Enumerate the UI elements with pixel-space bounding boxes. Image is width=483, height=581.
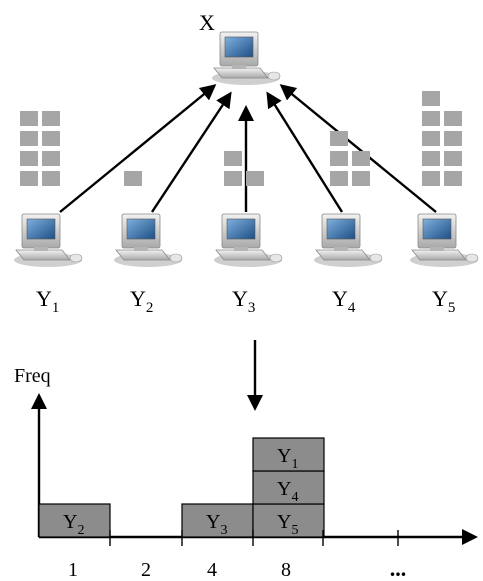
histogram-box-label: Y3 [206,511,227,538]
data-block [330,151,348,166]
client-label-y5-base: Y [432,286,448,311]
data-block [422,151,440,166]
client-label-y3-base: Y [232,286,248,311]
data-block [42,131,60,146]
data-block [124,171,142,186]
computer-icon [113,213,183,268]
client-label-y3-sub: 3 [248,300,256,316]
histogram-ylabel: Freq [14,365,51,387]
histogram-box-label-base: Y [63,511,77,533]
data-block [422,131,440,146]
x-tick-label: 2 [141,559,151,581]
data-block [352,151,370,166]
arrow-up-icon [59,84,217,213]
client-label-y4: Y4 [332,286,356,316]
computer-icon [13,213,83,268]
histogram-box-label: Y4 [277,478,298,505]
data-block [444,111,462,126]
histogram-box-label-sub: 2 [77,523,84,538]
data-block [352,171,370,186]
data-block [422,111,440,126]
x-tick-label: 1 [68,559,78,581]
histogram-box-label-base: Y [206,511,220,533]
histogram-box-label: Y2 [63,511,84,538]
histogram-box-label-sub: 3 [220,523,227,538]
data-block [224,151,242,166]
data-block [444,131,462,146]
data-block [42,111,60,126]
histogram-box-label-sub: 5 [291,523,298,538]
client-label-y3: Y3 [232,286,255,316]
data-block [422,171,440,186]
client-label-y2: Y2 [130,286,153,316]
histogram-box [38,503,111,538]
client-label-y5: Y5 [432,286,455,316]
arrow-up-icon [279,84,437,213]
histogram-box-label: Y5 [277,511,298,538]
client-label-y1-base: Y [36,286,52,311]
data-block [42,151,60,166]
client-label-y1-sub: 1 [52,300,60,316]
arrow-up-icon [150,91,232,213]
data-block [20,131,38,146]
histogram-box-label-base: Y [277,478,291,500]
client-label-y2-base: Y [130,286,146,311]
data-block [330,171,348,186]
top-node-label: X [199,10,215,35]
histogram-box [181,503,254,538]
client-label-y1: Y1 [36,286,59,316]
histogram-box-label: Y1 [277,445,298,472]
x-tick-label: 8 [281,559,291,581]
client-label-y4-base: Y [332,286,348,311]
data-block [20,111,38,126]
computer-icon [313,213,383,268]
histogram-box-label-sub: 4 [291,490,298,505]
computer-icon [409,213,479,268]
data-block-stacks [20,91,462,186]
client-label-y5-sub: 5 [448,300,456,316]
histogram-box-label-base: Y [277,445,291,467]
data-block [20,151,38,166]
data-block [422,91,440,106]
histogram-box-label-base: Y [277,511,291,533]
x-tick-label: 4 [207,559,217,581]
upload-arrows [59,84,437,213]
histogram-box [252,437,325,472]
client-label-y4-sub: 4 [348,300,356,316]
data-block [20,171,38,186]
data-block [42,171,60,186]
computer-icon [211,31,281,86]
x-tick-label: ... [390,556,407,581]
histogram-box-label-sub: 1 [291,457,298,472]
data-block [444,151,462,166]
data-block [330,131,348,146]
client-label-y2-sub: 2 [146,300,154,316]
histogram-box [252,470,325,505]
computer-icon [213,213,283,268]
data-block [246,171,264,186]
data-block [224,171,242,186]
data-block [444,171,462,186]
arrow-up-icon [266,91,344,213]
